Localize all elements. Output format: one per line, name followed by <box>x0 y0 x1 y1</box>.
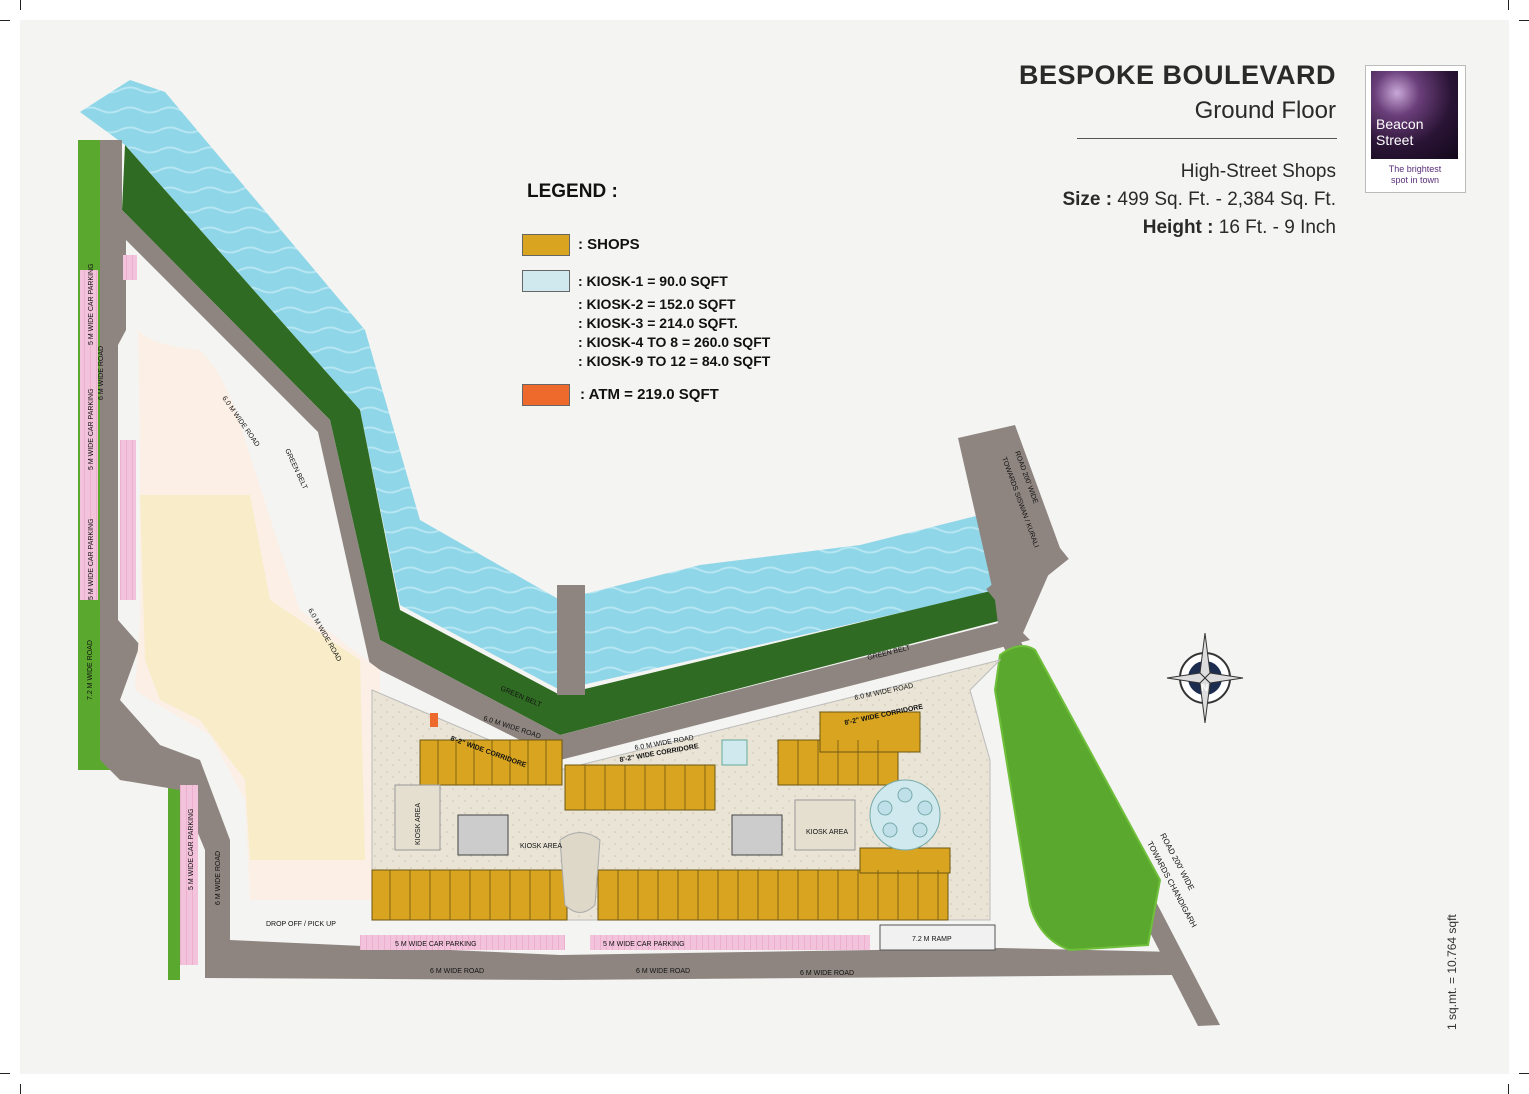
logo-tagline-line2: spot in town <box>1390 175 1440 185</box>
crop-mark <box>1508 1084 1509 1094</box>
spec-block: High-Street Shops Size : 499 Sq. Ft. - 2… <box>1062 158 1336 242</box>
size-line: Size : 499 Sq. Ft. - 2,384 Sq. Ft. <box>1062 186 1336 214</box>
parking-bottom-2 <box>590 935 870 950</box>
parking-lower-left <box>180 785 198 965</box>
label-drop-off: DROP OFF / PICK UP <box>266 921 336 928</box>
legend-kiosk4-8: : KIOSK-4 TO 8 = 260.0 SQFT <box>578 334 771 350</box>
atm-unit <box>430 713 438 727</box>
escalator-left <box>457 814 509 856</box>
project-name: BESPOKE BOULEVARD <box>1018 60 1336 90</box>
label-parking-2: 5 M WIDE CAR PARKING <box>88 388 95 470</box>
kiosk-small <box>721 739 748 766</box>
scale-note: 1 sq.mt. = 10.764 sqft <box>1445 914 1459 1030</box>
lawn <box>993 645 1162 952</box>
label-kiosk-area-1: KIOSK AREA <box>415 803 422 845</box>
height-label: Height : <box>1142 217 1214 238</box>
label-road-6: 6 M WIDE ROAD <box>430 968 484 975</box>
label-ramp: 7.2 M RAMP <box>912 936 952 943</box>
label-road-8: 6 M WIDE ROAD <box>800 970 854 977</box>
logo-image <box>1371 71 1458 159</box>
legend-title: LEGEND : <box>527 181 618 202</box>
label-road-7: 6 M WIDE ROAD <box>636 968 690 975</box>
size-label: Size : <box>1062 189 1113 210</box>
crop-mark <box>0 20 10 21</box>
brand-logo: Beacon Street The brightest spot in town <box>1365 65 1466 193</box>
label-parking-6: 5 M WIDE CAR PARKING <box>603 941 685 948</box>
label-parking-4: 5 M WIDE CAR PARKING <box>188 808 195 890</box>
label-green-belt-1: GREEN BELT <box>283 448 308 491</box>
legend-kiosk9-12: : KIOSK-9 TO 12 = 84.0 SQFT <box>578 353 771 369</box>
legend-swatch-kiosk <box>522 270 570 292</box>
escalator-right <box>731 814 783 856</box>
kiosk-area-right <box>794 799 856 851</box>
legend-shops: : SHOPS <box>578 236 640 253</box>
jetty <box>557 585 585 695</box>
kiosk-area-left <box>394 784 441 851</box>
ramp <box>879 924 996 951</box>
label-road-9: 6 M WIDE ROAD <box>98 346 105 400</box>
parking-bottom-1 <box>360 935 565 950</box>
label-kiosk-area-3: KIOSK AREA <box>520 843 562 850</box>
fountain <box>559 832 601 913</box>
crop-mark <box>20 0 21 10</box>
label-parking-3: 5 M WIDE CAR PARKING <box>88 518 95 600</box>
compass <box>1166 632 1244 724</box>
crop-mark <box>20 1084 21 1094</box>
height-line: Height : 16 Ft. - 9 Inch <box>1062 214 1336 242</box>
label-road-10: 6 M WIDE ROAD <box>215 851 222 905</box>
legend-atm: : ATM = 219.0 SQFT <box>580 386 719 403</box>
title-block: BESPOKE BOULEVARD Ground Floor <box>1019 60 1336 125</box>
label-road-11: 7.2 M WIDE ROAD <box>87 640 94 700</box>
legend-swatch-atm <box>522 384 570 406</box>
crop-mark <box>1519 1073 1529 1074</box>
logo-brand: Beacon Street <box>1376 116 1423 148</box>
title-divider <box>1077 138 1337 139</box>
logo-brand-line1: Beacon <box>1376 116 1424 132</box>
size-value: 499 Sq. Ft. - 2,384 Sq. Ft. <box>1117 189 1336 210</box>
shop-row-south <box>371 847 951 921</box>
building-yellow <box>140 495 365 860</box>
legend-swatch-shops <box>522 234 570 256</box>
compass-n-label: N <box>1201 683 1208 694</box>
parking-left-1 <box>80 270 98 600</box>
legend-kiosk1: : KIOSK-1 = 90.0 SQFT <box>578 273 728 289</box>
shop-type: High-Street Shops <box>1180 161 1336 182</box>
parking-left-2 <box>120 440 136 600</box>
label-parking-5: 5 M WIDE CAR PARKING <box>395 941 477 948</box>
floor-name: Ground Floor <box>1194 97 1336 124</box>
water-body <box>80 80 1000 690</box>
label-kiosk-area-2: KIOSK AREA <box>806 829 848 836</box>
outer-road <box>100 140 1175 980</box>
height-value: 16 Ft. - 9 Inch <box>1218 217 1336 238</box>
crop-mark <box>1519 20 1529 21</box>
crop-mark <box>0 1073 10 1074</box>
logo-tagline-line1: The brightest <box>1388 164 1442 174</box>
logo-brand-line2: Street <box>1376 132 1414 148</box>
legend-kiosk2: : KIOSK-2 = 152.0 SQFT <box>578 296 736 312</box>
crop-mark <box>1508 0 1509 10</box>
label-parking-1: 5 M WIDE CAR PARKING <box>88 263 95 345</box>
logo-tagline: The brightest spot in town <box>1371 164 1459 186</box>
parking-top-left <box>123 255 137 280</box>
legend-kiosk3: : KIOSK-3 = 214.0 SQFT. <box>578 315 738 331</box>
